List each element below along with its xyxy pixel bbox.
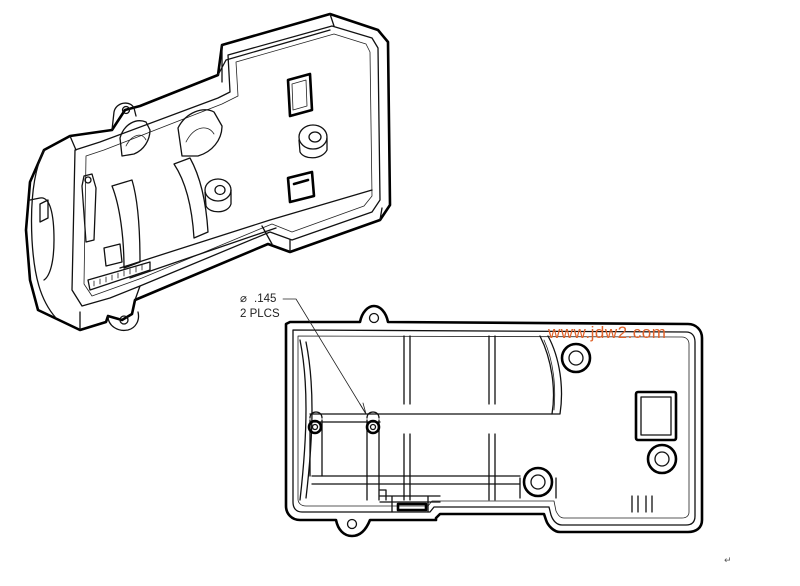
iso-boss-center [204, 178, 232, 213]
plan-boss-right [646, 443, 678, 475]
plan-inner-rim-2 [297, 335, 690, 519]
plan-outer-outline [284, 304, 704, 538]
iso-outer-outline [24, 12, 392, 332]
plan-left-curved-wall [299, 339, 313, 501]
paragraph-return-mark: ↵ [724, 556, 732, 566]
dimension-callout: ⌀ .145 2 PLCS [240, 293, 367, 415]
iso-bottom-edge [79, 207, 383, 331]
plan-right-partition [539, 335, 563, 415]
iso-floor-groove [119, 189, 373, 279]
plan-ribs [403, 335, 496, 501]
plan-boss-top-right [560, 342, 592, 374]
plan-view [284, 304, 704, 538]
iso-boss-right [298, 124, 328, 159]
leader-arrowhead [359, 402, 367, 415]
iso-connector-comb [87, 261, 151, 291]
watermark-text: www.jdw2.com [547, 323, 666, 342]
quantity-label: 2 PLCS [240, 308, 280, 320]
iso-left-end-face [29, 135, 77, 319]
iso-mounting-tab-bottom [107, 311, 140, 332]
diameter-value: .145 [254, 293, 276, 305]
iso-partition-1 [111, 179, 141, 269]
iso-partition-2 [173, 157, 209, 239]
iso-post-left [81, 173, 97, 243]
diameter-symbol: ⌀ [240, 293, 247, 305]
iso-mounting-tab-top [111, 102, 137, 131]
plan-boss-bottom [519, 466, 557, 499]
iso-end-block [217, 13, 335, 83]
iso-left-slot [39, 199, 49, 223]
iso-inner-rim [83, 33, 373, 297]
plan-window [634, 390, 678, 442]
iso-window-slot [286, 72, 314, 118]
plan-bottom-channel [311, 475, 521, 513]
isometric-housing-view [24, 12, 392, 332]
plan-tab-hole-bottom [346, 518, 358, 530]
iso-top-rim [71, 25, 381, 307]
plan-tab-hole-top [368, 312, 380, 324]
iso-clip [286, 170, 316, 204]
plan-pins [631, 495, 653, 513]
plan-connector [396, 502, 428, 512]
plan-post-center [365, 411, 381, 501]
iso-bearing-2 [177, 109, 223, 157]
iso-bearing-1 [119, 120, 151, 157]
leader-line [282, 298, 367, 415]
plan-inner-rim [292, 329, 696, 526]
plan-post-left [307, 411, 323, 477]
plan-ledge [309, 413, 553, 423]
